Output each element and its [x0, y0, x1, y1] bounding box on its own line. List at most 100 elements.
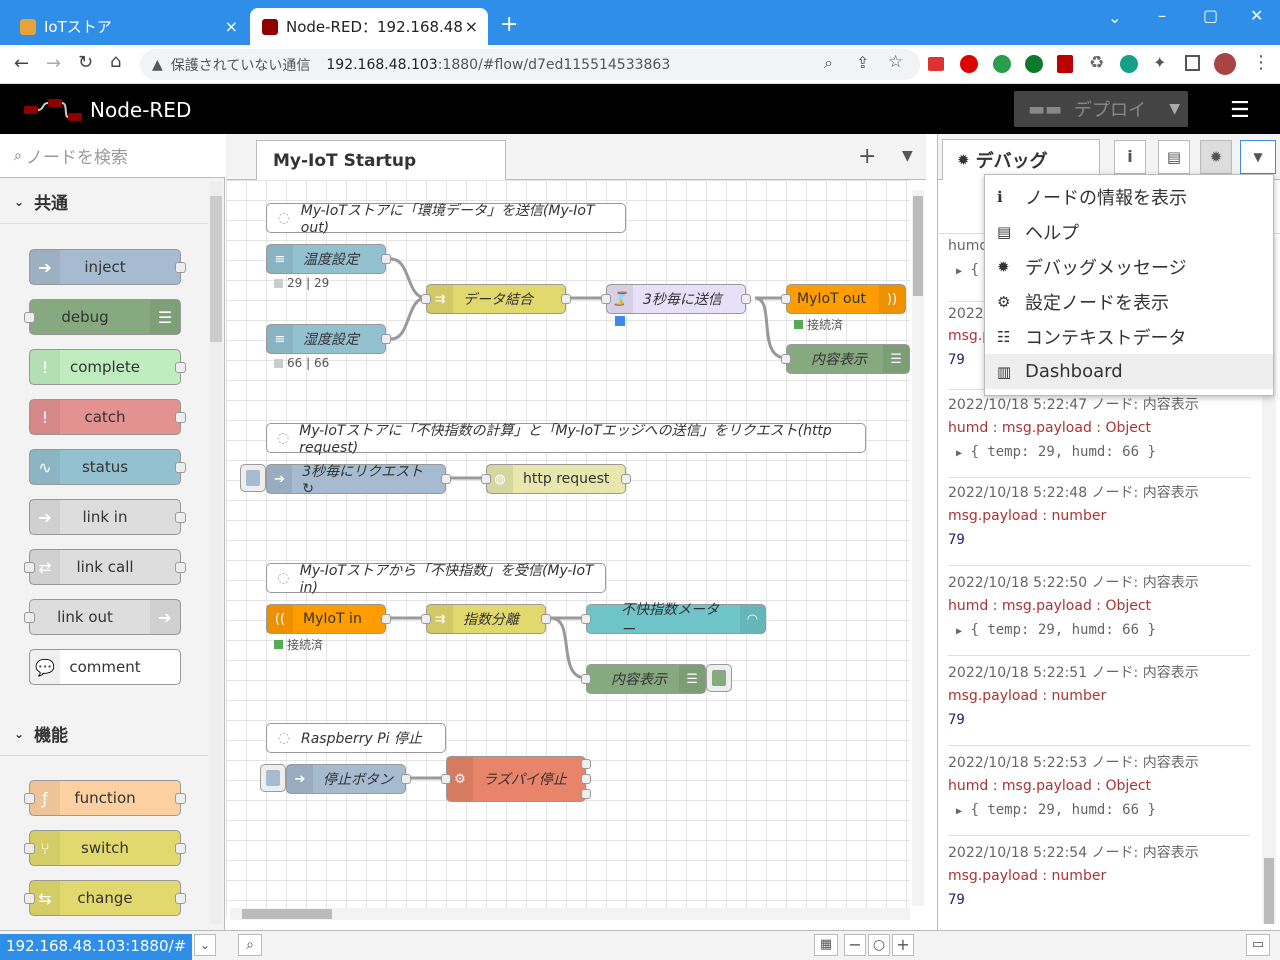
bookmark-star-icon[interactable]: ☆ — [888, 52, 904, 72]
minimize-button[interactable]: – — [1158, 6, 1166, 25]
output-port[interactable] — [175, 462, 186, 473]
reload-icon[interactable]: ↻ — [78, 52, 94, 73]
monitor-icon[interactable]: ▭ — [1246, 934, 1270, 956]
palette-node-comment[interactable]: 💬 comment — [29, 649, 181, 685]
evernote-extension-icon[interactable] — [993, 55, 1011, 73]
extension-red-icon[interactable] — [960, 55, 978, 73]
output-port[interactable] — [621, 474, 631, 484]
output-port[interactable] — [175, 512, 186, 523]
input-port[interactable] — [24, 793, 35, 804]
output-port[interactable] — [581, 759, 591, 769]
forward-icon[interactable]: → — [46, 53, 62, 74]
output-port[interactable] — [561, 294, 571, 304]
grammarly-extension-icon[interactable] — [1120, 55, 1138, 73]
message-value[interactable]: 79 — [948, 532, 965, 548]
comment-node[interactable]: ◌ My-IoTストアから「不快指数」を受信(My-IoT in) — [266, 563, 606, 596]
debug-tab-icon[interactable]: ✹ — [1200, 140, 1232, 174]
side-panel-icon[interactable] — [1185, 55, 1200, 71]
new-tab-button[interactable]: + — [500, 12, 519, 37]
profile-avatar[interactable] — [1214, 53, 1236, 75]
zoom-out-icon[interactable]: − — [844, 934, 866, 956]
node-myiot-in[interactable]: ((MyIoT in — [266, 604, 391, 634]
output-port[interactable] — [741, 294, 751, 304]
message-value[interactable]: ▶ { temp: 29, humd: 66 } — [956, 444, 1250, 460]
palette-node-status[interactable]: ∿ status — [29, 449, 186, 485]
browser-tab-node-red[interactable]: Node-RED：192.168.48 × — [250, 8, 488, 45]
node-debug-display[interactable]: 内容表示 ☰ — [781, 344, 910, 374]
node-debug-display[interactable]: 内容表示 ☰ — [581, 664, 706, 694]
gmail-extension-icon[interactable] — [928, 57, 944, 71]
palette-node-link-call[interactable]: ⇄ link call — [24, 549, 186, 585]
input-port[interactable] — [581, 674, 591, 684]
output-port[interactable] — [175, 843, 186, 854]
tab-debug[interactable]: ✹ デバッグ — [942, 139, 1100, 180]
menu-item-dashboard[interactable]: ▥ Dashboard — [985, 354, 1273, 389]
output-port[interactable] — [175, 793, 186, 804]
input-port[interactable] — [24, 893, 35, 904]
input-port[interactable] — [601, 294, 611, 304]
input-port[interactable] — [421, 294, 431, 304]
node-inject-request[interactable]: ➔3秒毎にリクエスト ↻ — [266, 464, 451, 497]
input-port[interactable] — [24, 312, 35, 323]
url-field[interactable]: ▲ 保護されていない通信 192.168.48.103 :1880/#flow/… — [140, 49, 920, 80]
node-humidity-setting[interactable]: ≡湿度設定 — [266, 324, 391, 354]
palette-node-link-out[interactable]: link out ➔ — [24, 599, 181, 635]
search-input[interactable]: ノードを検索 — [25, 148, 128, 168]
extensions-puzzle-icon[interactable]: ✦ — [1153, 53, 1167, 72]
browser-menu-icon[interactable]: ⋮ — [1252, 52, 1270, 73]
message-value[interactable]: 79 — [948, 712, 965, 728]
extension-dark-red-icon[interactable] — [1057, 55, 1073, 73]
output-port[interactable] — [541, 614, 551, 624]
comment-node[interactable]: ◌ Raspberry Pi 停止 — [266, 723, 446, 753]
input-port[interactable] — [781, 354, 791, 364]
menu-item-context-data[interactable]: ☷ コンテキストデータ — [985, 319, 1273, 354]
extension-green-icon[interactable] — [1025, 55, 1043, 73]
menu-item-config-nodes[interactable]: ⚙ 設定ノードを表示 — [985, 284, 1273, 319]
node-http-request[interactable]: ◍http request — [481, 464, 631, 494]
output-port[interactable] — [441, 474, 451, 484]
recycle-extension-icon[interactable]: ♻ — [1089, 53, 1105, 73]
add-flow-button[interactable]: + — [858, 144, 877, 169]
main-menu-icon[interactable]: ☰ — [1230, 98, 1250, 123]
palette-node-change[interactable]: ⇆ change — [24, 880, 186, 916]
category-common[interactable]: ⌄ 共通 — [0, 180, 208, 224]
input-port[interactable] — [781, 294, 791, 304]
deploy-dropdown-icon[interactable]: ▼ — [1169, 101, 1180, 117]
input-port[interactable] — [24, 612, 35, 623]
message-value[interactable]: ▶ { temp: 29, humd: 66 } — [956, 802, 1250, 818]
menu-item-node-info[interactable]: ℹ ノードの情報を表示 — [985, 179, 1273, 214]
close-tab-icon[interactable]: × — [464, 17, 478, 36]
output-port[interactable] — [175, 562, 186, 573]
node-stop-button[interactable]: ➔停止ボタン — [286, 764, 411, 794]
output-port[interactable] — [175, 362, 186, 373]
category-function[interactable]: ⌄ 機能 — [0, 712, 208, 756]
zoom-in-icon[interactable]: + — [892, 934, 914, 956]
inject-trigger-button[interactable] — [260, 764, 286, 792]
canvas-vertical-scrollbar[interactable] — [912, 190, 924, 906]
palette-search[interactable]: ⌕ ノードを検索 — [0, 134, 225, 178]
output-port[interactable] — [581, 774, 591, 784]
node-temp-setting[interactable]: ≡温度設定 — [266, 244, 391, 274]
message-value[interactable]: 79 — [948, 352, 965, 368]
output-port[interactable] — [581, 789, 591, 799]
palette-scrollbar[interactable] — [210, 182, 222, 924]
home-icon[interactable]: ⌂ — [110, 51, 122, 72]
comment-node[interactable]: ◌ My-IoTストアに「環境データ」を送信(My-IoT out) — [266, 203, 626, 236]
message-value[interactable]: 79 — [948, 892, 965, 908]
palette-node-debug[interactable]: debug ☰ — [24, 299, 181, 335]
message-value[interactable]: ▶ { temp: 29, humd: 66 } — [956, 622, 1250, 638]
output-port[interactable] — [381, 334, 391, 344]
node-myiot-out[interactable]: MyIoT out )) — [781, 284, 906, 314]
input-port[interactable] — [441, 774, 451, 784]
input-port[interactable] — [24, 562, 35, 573]
input-port[interactable] — [421, 614, 431, 624]
palette-node-catch[interactable]: ! catch — [29, 399, 186, 435]
node-split[interactable]: ⇉指数分離 — [421, 604, 551, 634]
output-port[interactable] — [381, 614, 391, 624]
palette-collapse-icon[interactable]: ⌄ — [194, 934, 216, 956]
flow-canvas[interactable]: ◌ My-IoTストアに「環境データ」を送信(My-IoT out) ≡温度設定… — [226, 180, 910, 918]
close-tab-icon[interactable]: × — [224, 17, 238, 36]
close-window-button[interactable]: ✕ — [1250, 6, 1264, 25]
browser-tab-iot-store[interactable]: IoTストア × — [8, 8, 248, 45]
node-delay[interactable]: ⌛3秒毎に送信 — [601, 284, 751, 314]
